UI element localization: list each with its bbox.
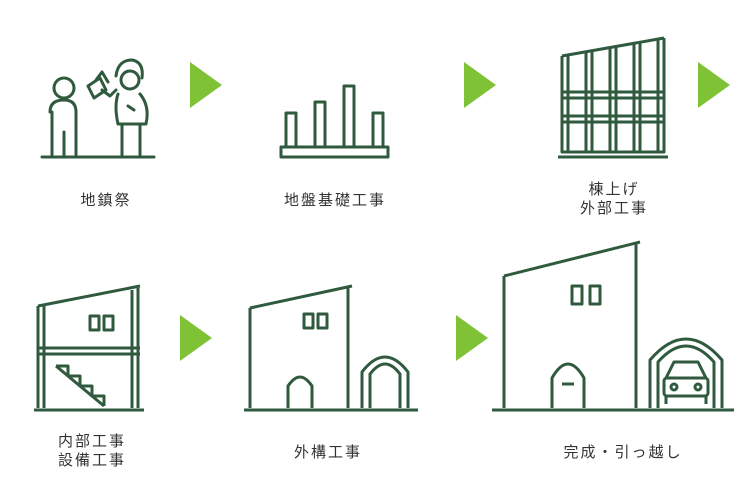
flow-arrow-icon: [180, 315, 212, 365]
exterior-landscaping-icon: [242, 282, 422, 412]
interior-equipment-work-icon: [34, 282, 146, 412]
step-label-ground-breaking: 地鎮祭: [80, 191, 132, 209]
step-label-foundation: 地盤基礎工事: [283, 191, 386, 209]
ground-breaking-ceremony-icon: [36, 50, 166, 165]
foundation-work-icon: [278, 80, 392, 164]
step-label-completion: 完成・引っ越し: [563, 443, 683, 461]
step-label-exterior: 外構工事: [293, 443, 362, 461]
flow-arrow-icon: [456, 315, 488, 365]
completion-moving-icon: [490, 238, 736, 414]
framing-exterior-work-icon: [556, 32, 670, 164]
step-label-framing: 棟上げ 外部工事: [579, 180, 648, 217]
step-label-interior: 内部工事 設備工事: [57, 432, 126, 469]
flow-arrow-icon: [698, 62, 730, 112]
flow-arrow-icon: [464, 62, 496, 112]
flow-arrow-icon: [190, 62, 222, 112]
